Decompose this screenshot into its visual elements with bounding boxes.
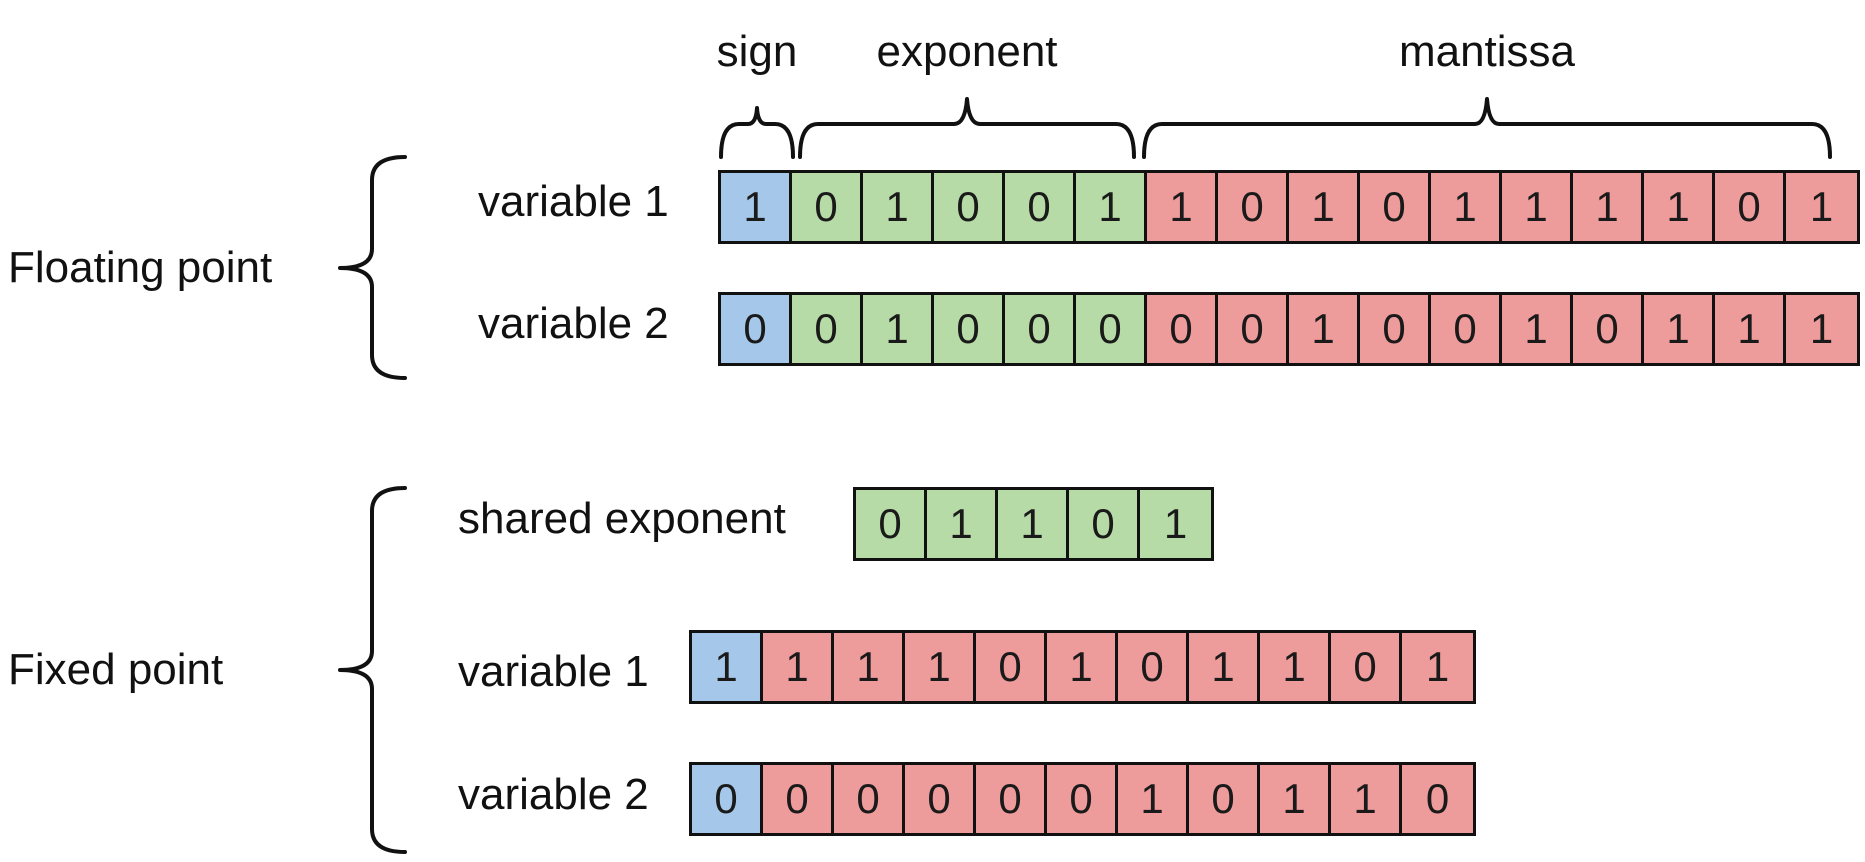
mantissa-bit: 0 [1147,295,1218,363]
mantissa-bit: 1 [1786,173,1857,241]
mantissa-bit: 0 [1331,633,1402,701]
float-variable-2-bits: 0 0 1 0 0 0 0 0 1 0 0 1 0 1 1 1 [718,292,1860,366]
fixed-variable-2-bits: 0 0 0 0 0 0 1 0 1 1 0 [689,762,1476,836]
mantissa-header: mantissa [1398,27,1576,76]
shared-exponent-bits: 0 1 1 0 1 [853,487,1214,561]
mantissa-bit: 0 [976,765,1047,833]
mantissa-bit: 1 [1118,765,1189,833]
mantissa-bit: 1 [1402,633,1473,701]
mantissa-bit: 0 [1118,633,1189,701]
mantissa-bit: 1 [834,633,905,701]
float-variable-1-label: variable 1 [478,177,669,226]
float-variable-2-label: variable 2 [478,299,669,348]
mantissa-bit: 0 [1402,765,1473,833]
mantissa-bit: 0 [1360,173,1431,241]
mantissa-bit: 0 [1360,295,1431,363]
mantissa-bit: 1 [1260,633,1331,701]
exponent-bit: 1 [863,173,934,241]
mantissa-bit: 0 [1047,765,1118,833]
fixed-point-brace [338,486,407,854]
sign-bit: 1 [721,173,792,241]
exponent-bit: 0 [934,173,1005,241]
mantissa-bit: 1 [1502,295,1573,363]
exponent-bit: 0 [856,490,927,558]
fixed-variable-1-bits: 1 1 1 1 0 1 0 1 1 0 1 [689,630,1476,704]
mantissa-bit: 0 [905,765,976,833]
mantissa-bit: 0 [834,765,905,833]
mantissa-bit: 1 [1573,173,1644,241]
exponent-header: exponent [876,27,1058,76]
mantissa-bit: 1 [1147,173,1218,241]
exponent-bit: 0 [1005,295,1076,363]
mantissa-bit: 1 [1047,633,1118,701]
mantissa-bit: 1 [1715,295,1786,363]
mantissa-bit: 0 [1218,295,1289,363]
mantissa-bit: 1 [1289,173,1360,241]
exponent-bit: 1 [1140,490,1211,558]
mantissa-bit: 1 [905,633,976,701]
exponent-bit: 1 [998,490,1069,558]
exponent-bit: 1 [927,490,998,558]
mantissa-brace [1142,97,1832,159]
mantissa-bit: 1 [1189,633,1260,701]
mantissa-bit: 0 [1431,295,1502,363]
mantissa-bit: 1 [763,633,834,701]
mantissa-bit: 0 [1573,295,1644,363]
floating-point-label: Floating point [8,243,273,292]
exponent-bit: 0 [792,295,863,363]
exponent-brace [798,97,1136,159]
fixed-point-label: Fixed point [8,645,224,694]
exponent-bit: 1 [1076,173,1147,241]
mantissa-bit: 1 [1331,765,1402,833]
exponent-bit: 0 [1069,490,1140,558]
fixed-variable-2-label: variable 2 [458,770,649,819]
fixed-variable-1-label: variable 1 [458,647,649,696]
mantissa-bit: 1 [1502,173,1573,241]
mantissa-bit: 1 [1289,295,1360,363]
mantissa-bit: 0 [976,633,1047,701]
sign-header: sign [716,27,798,76]
mantissa-bit: 1 [1644,295,1715,363]
mantissa-bit: 0 [1189,765,1260,833]
sign-bit: 1 [692,633,763,701]
mantissa-bit: 1 [1431,173,1502,241]
sign-bit: 0 [692,765,763,833]
exponent-bit: 1 [863,295,934,363]
mantissa-bit: 1 [1260,765,1331,833]
sign-brace [719,106,795,159]
exponent-bit: 0 [1076,295,1147,363]
mantissa-bit: 1 [1786,295,1857,363]
shared-exponent-label: shared exponent [458,494,786,543]
exponent-bit: 0 [792,173,863,241]
exponent-bit: 0 [934,295,1005,363]
mantissa-bit: 1 [1644,173,1715,241]
floating-point-brace [338,155,407,380]
mantissa-bit: 0 [1218,173,1289,241]
float-variable-1-bits: 1 0 1 0 0 1 1 0 1 0 1 1 1 1 0 1 [718,170,1860,244]
exponent-bit: 0 [1005,173,1076,241]
sign-bit: 0 [721,295,792,363]
mantissa-bit: 0 [1715,173,1786,241]
mantissa-bit: 0 [763,765,834,833]
